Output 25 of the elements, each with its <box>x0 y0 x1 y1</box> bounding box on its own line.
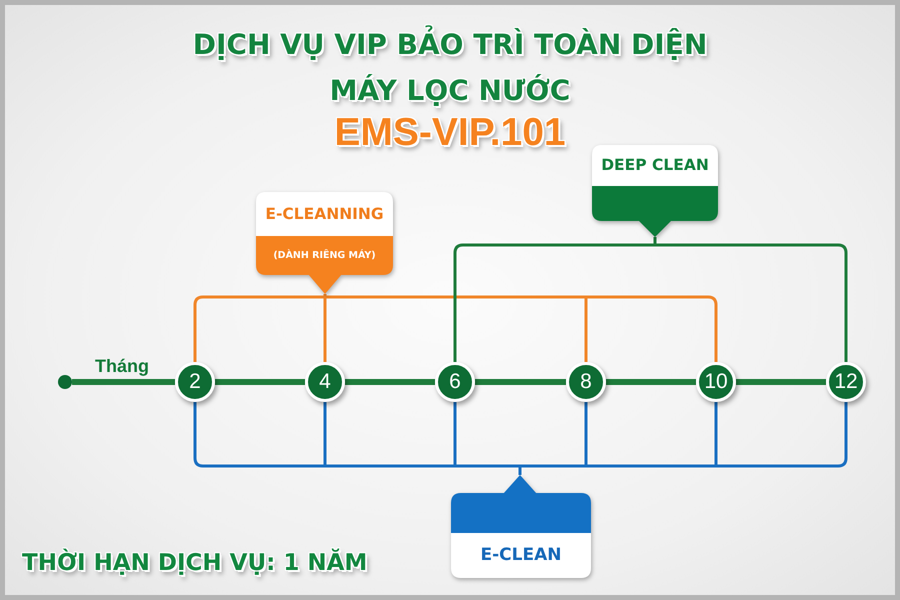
start-dot-icon <box>58 375 72 389</box>
connector-line <box>518 402 848 475</box>
timeline-line <box>72 379 175 385</box>
callout-heading: E-CLEAN <box>480 545 562 566</box>
timeline-line <box>736 379 826 385</box>
subtitle: EMS-VIP.101 <box>334 111 566 154</box>
month-circle: 2 <box>175 362 215 402</box>
timeline-line <box>345 379 435 385</box>
callout-heading: E-CLEANNING <box>265 204 384 224</box>
month-circle: 6 <box>435 362 475 402</box>
timeline-line <box>215 379 305 385</box>
callout-box <box>256 192 393 294</box>
connector-line <box>194 294 326 362</box>
callout-heading: DEEP CLEAN <box>601 156 709 175</box>
axis-label: Tháng <box>95 356 149 376</box>
callout-note: (DÀNH RIÊNG MÁY) <box>273 250 376 262</box>
month-circle: 10 <box>696 362 736 402</box>
connector-line <box>324 293 718 362</box>
timeline-line <box>606 379 696 385</box>
month-circle: 12 <box>826 362 866 402</box>
connector-line <box>654 237 848 362</box>
footer-note: THỜI HẠN DỊCH VỤ: 1 NĂM <box>22 550 368 576</box>
timeline-line <box>475 379 566 385</box>
month-circle: 4 <box>305 362 345 402</box>
month-circle: 8 <box>566 362 606 402</box>
